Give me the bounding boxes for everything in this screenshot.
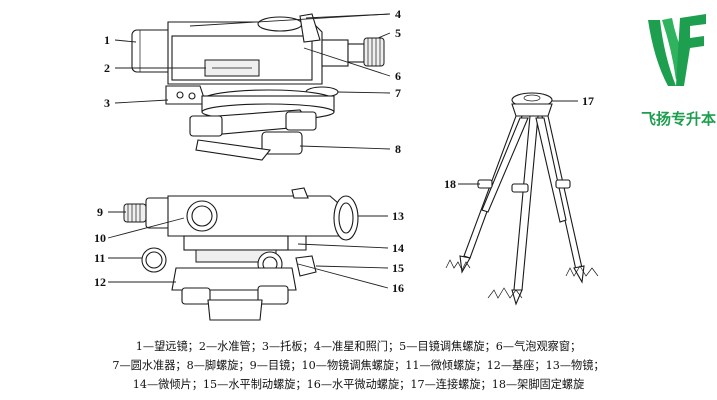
label-15: 15 xyxy=(392,261,404,275)
label-13: 13 xyxy=(392,209,404,223)
upper-level-drawing xyxy=(131,13,385,161)
tripod-drawing xyxy=(445,92,599,306)
label-2: 2 xyxy=(104,61,110,75)
label-7: 7 xyxy=(395,86,401,100)
legend-line-2: 7—圆水准器；8—脚螺旋；9—目镜；10—物镜调焦螺旋；11—微倾螺旋；12—基… xyxy=(112,359,605,372)
label-1: 1 xyxy=(104,33,110,47)
label-18: 18 xyxy=(444,177,456,191)
upper-leader-lines xyxy=(114,13,391,150)
label-9: 9 xyxy=(97,205,103,219)
label-12: 12 xyxy=(94,275,106,289)
label-4: 4 xyxy=(395,7,401,21)
brand-name: 飞扬专升本 xyxy=(641,110,717,128)
part-number-labels: 1 2 3 4 5 6 7 8 9 10 11 12 13 14 15 16 1… xyxy=(94,7,594,295)
label-10: 10 xyxy=(94,231,106,245)
label-16: 16 xyxy=(392,281,404,295)
label-14: 14 xyxy=(392,241,404,255)
label-17: 17 xyxy=(582,94,594,108)
tripod-leader-lines xyxy=(458,100,578,185)
legend-line-1: 1—望远镜；2—水准管；3—托板；4—准星和照门；5—目镜调焦螺旋；6—气泡观察… xyxy=(135,340,582,353)
label-3: 3 xyxy=(104,96,110,110)
lower-leader-lines xyxy=(107,211,389,289)
label-11: 11 xyxy=(94,251,105,265)
label-6: 6 xyxy=(395,69,401,83)
label-5: 5 xyxy=(395,26,401,40)
vf-leaf-logo-icon xyxy=(648,14,706,86)
label-8: 8 xyxy=(395,142,401,156)
lower-level-drawing xyxy=(123,187,359,321)
legend-line-3: 14—微倾片；15—水平制动螺旋；16—水平微动螺旋；17—连接螺旋；18—架脚… xyxy=(132,378,585,391)
